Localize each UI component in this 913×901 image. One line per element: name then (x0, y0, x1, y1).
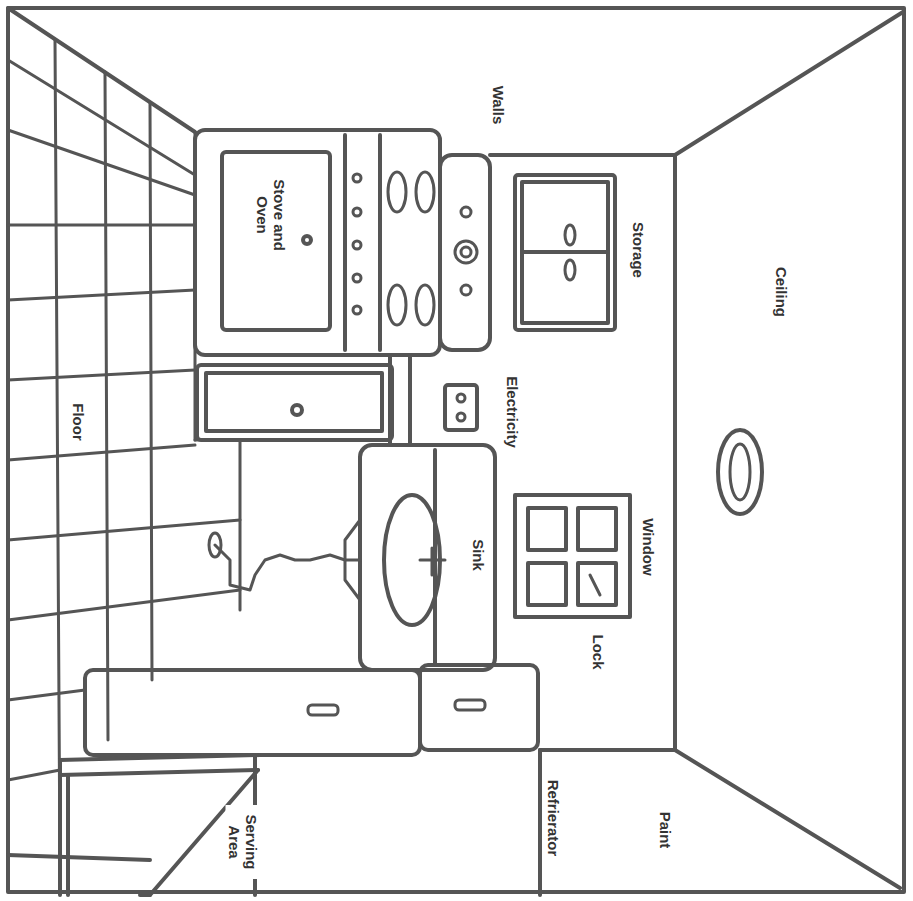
storage-label: Storage (630, 220, 647, 280)
window-label: Window (640, 516, 657, 577)
paint-label: Paint (657, 810, 674, 851)
serving-area-label: Serving Area (226, 805, 259, 879)
floor-label: Floor (70, 401, 87, 443)
sink-label: Sink (470, 537, 487, 573)
walls-label: Walls (490, 84, 507, 127)
lock-label: Lock (590, 632, 607, 671)
refrigerator-label: Refrierator (545, 778, 562, 859)
stove-label: Stove and Oven (254, 171, 287, 260)
ceiling-label: Ceiling (773, 265, 790, 319)
electricity-label: Electricity (504, 374, 521, 450)
